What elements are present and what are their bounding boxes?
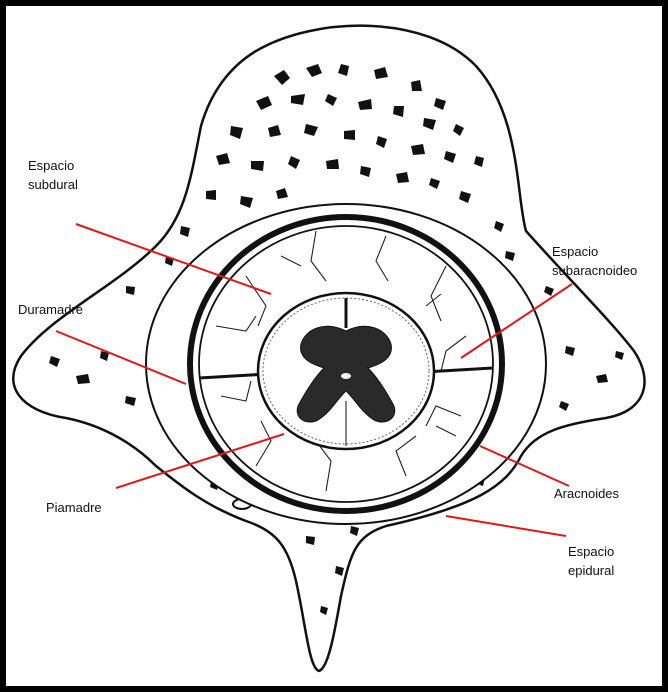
label-aracnoides: Aracnoides	[554, 484, 619, 503]
label-espacio-subaracnoideo: Espacio subaracnoideo	[552, 242, 637, 280]
label-espacio-epidural: Espacio epidural	[568, 542, 614, 580]
label-duramadre: Duramadre	[18, 300, 83, 319]
label-piamadre: Piamadre	[46, 498, 102, 517]
label-line: subdural	[28, 175, 78, 194]
label-line: subaracnoideo	[552, 261, 637, 280]
label-line: Espacio	[552, 242, 637, 261]
label-line: Espacio	[28, 156, 78, 175]
figure-frame: Espacio subdural Duramadre Piamadre Espa…	[6, 6, 662, 686]
leader-epidural	[446, 516, 566, 536]
spinal-canal-diagram	[6, 6, 662, 686]
central-canal	[341, 373, 351, 379]
label-line: Espacio	[568, 542, 614, 561]
label-line: epidural	[568, 561, 614, 580]
label-espacio-subdural: Espacio subdural	[28, 156, 78, 194]
